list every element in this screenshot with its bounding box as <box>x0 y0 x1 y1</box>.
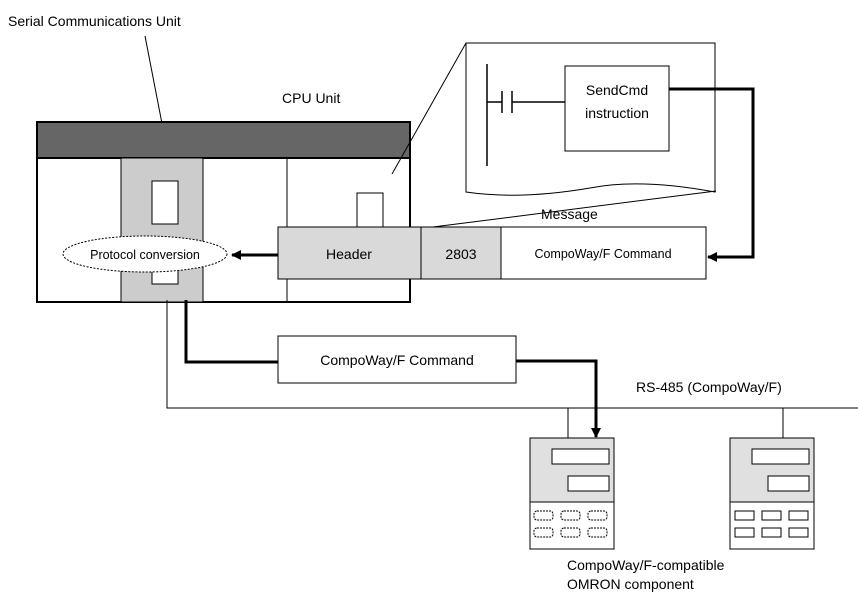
message-command-text: CompoWay/F Command <box>534 247 671 261</box>
component-caption-2: OMRON component <box>567 576 694 592</box>
plc-rack <box>36 121 411 303</box>
component-caption-1: CompoWay/F-compatible <box>567 557 725 573</box>
device-1-key <box>587 510 608 521</box>
sendcmd-label-2: instruction <box>585 105 649 121</box>
serial-command-box <box>277 335 517 384</box>
device-1-key <box>560 527 581 538</box>
sendcmd-label-1: SendCmd <box>586 82 648 98</box>
device-2-key <box>734 527 755 538</box>
device-1-display-sub <box>567 475 610 492</box>
cpu-unit-label: CPU Unit <box>282 90 340 106</box>
device-1-key <box>533 510 554 521</box>
serial-command-line <box>184 300 278 364</box>
command-to-device-arrow <box>516 359 601 438</box>
device-2-key <box>734 510 755 521</box>
omron-device-2 <box>729 437 815 550</box>
protocol-conversion-bubble <box>62 235 228 273</box>
device-1-key <box>587 527 608 538</box>
serial-unit-slot <box>151 180 179 225</box>
device-2-key <box>788 527 809 538</box>
message-code-text: 2803 <box>445 246 476 262</box>
protocol-conversion-text: Protocol conversion <box>90 248 200 262</box>
message-header-text: Header <box>326 246 372 262</box>
device-2-display-main <box>751 448 810 465</box>
device-1-display-main <box>551 448 610 465</box>
message-label: Message <box>541 206 598 222</box>
serial-command-text: CompoWay/F Command <box>320 352 474 368</box>
rs485-bus-line <box>166 300 858 409</box>
device-2-display-sub <box>767 475 810 492</box>
sendcmd-to-message-arrow <box>669 87 755 262</box>
message-command-cell <box>500 226 707 280</box>
cpu-unit-slot <box>356 192 384 228</box>
device-1-keypad <box>529 501 615 550</box>
message-frame: Header 2803 CompoWay/F Command <box>277 226 707 280</box>
device-1-key <box>560 510 581 521</box>
rack-top-bar <box>36 121 411 159</box>
callout-leader-top <box>391 42 467 175</box>
message-header-cell <box>277 226 422 280</box>
device-2-key <box>761 510 782 521</box>
serial-unit-label: Serial Communications Unit <box>8 13 181 29</box>
omron-device-1 <box>529 437 615 550</box>
sendcmd-box <box>564 65 670 152</box>
device-2-key <box>761 527 782 538</box>
message-code-cell <box>420 226 502 280</box>
rs485-label: RS-485 (CompoWay/F) <box>636 379 782 395</box>
device-2-keypad <box>729 501 815 550</box>
device-1-key <box>533 527 554 538</box>
device-2-key <box>788 510 809 521</box>
callout-leader-bottom <box>424 190 717 229</box>
ladder-callout: SendCmd instruction <box>391 42 717 229</box>
